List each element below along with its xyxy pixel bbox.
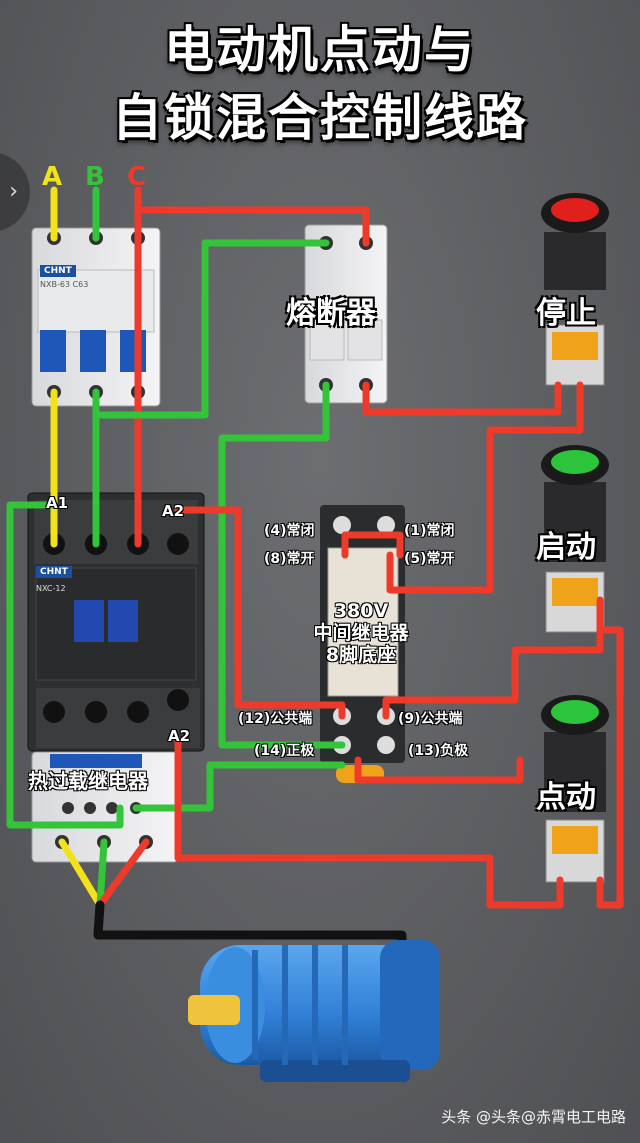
stop-button-device — [541, 193, 609, 386]
breaker-model: NXB-63 C63 — [40, 280, 89, 289]
start-button-label: 启动 — [536, 530, 596, 565]
stop-button-label: 停止 — [536, 296, 596, 331]
title-line-1: 电动机点动与 — [164, 21, 476, 79]
title-line-2: 自锁混合控制线路 — [112, 89, 528, 147]
relay-pin-1-label: (1)常闭 — [404, 523, 455, 539]
phase-b-label: B — [85, 162, 105, 192]
contactor-brand: CHNT — [36, 566, 72, 578]
relay-pin-8-label: (8)常开 — [264, 551, 315, 567]
jog-button-label: 点动 — [536, 780, 596, 815]
overload-a2-label: A2 — [168, 727, 191, 745]
relay-voltage: 380V — [333, 600, 389, 622]
relay-pin-5-label: (5)常开 — [404, 551, 455, 567]
phase-c-label: C — [127, 162, 147, 192]
contactor-a1-label: A1 — [46, 494, 69, 512]
phase-a-label: A — [42, 162, 63, 192]
relay-pin-12-label: (12)公共端 — [238, 711, 313, 727]
electric-motor — [188, 940, 440, 1082]
jog-button-device — [541, 695, 609, 883]
relay-base-type: 8脚底座 — [325, 644, 397, 666]
relay-pin-14-label: (14)正极 — [254, 743, 315, 759]
watermark: 头条 @头条@赤霄电工电路 — [441, 1108, 626, 1126]
thermal-overload-relay — [31, 751, 179, 863]
relay-pin-4-label: (4)常闭 — [264, 523, 315, 539]
contactor-model: NXC-12 — [36, 584, 66, 593]
relay-name: 中间继电器 — [313, 622, 409, 644]
wires — [6, 186, 624, 1000]
relay-pin-9-label: (9)公共端 — [398, 711, 463, 727]
breaker-brand: CHNT — [40, 265, 76, 277]
start-button-device — [541, 445, 609, 633]
contactor-a2-label: A2 — [162, 502, 185, 520]
relay-description: 380V 中间继电器 8脚底座 — [296, 600, 426, 666]
overload-label: 热过载继电器 — [28, 769, 148, 793]
fuse-holder — [304, 224, 388, 404]
fuse-label: 熔断器 — [286, 296, 376, 331]
relay-pin-13-label: (13)负极 — [408, 743, 469, 759]
